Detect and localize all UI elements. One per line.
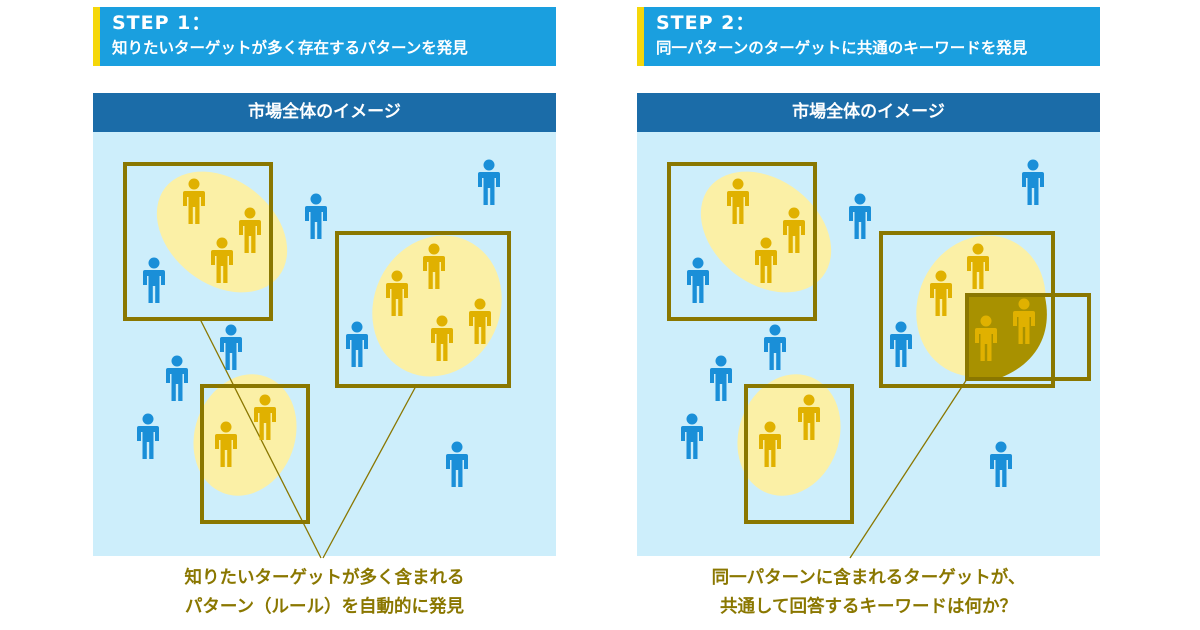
step1-label: STEP 1： (112, 12, 212, 34)
caption1-line2: パターン（ルール）を自動的に発見 (184, 597, 465, 617)
step2-label: STEP 2： (656, 12, 756, 34)
caption1-line1: 知りたいターゲットが多く含まれる (184, 568, 465, 588)
step1-description: 知りたいターゲットが多く存在するパターンを発見 (112, 39, 468, 57)
caption2-line1: 同一パターンに含まれるターゲットが、 (711, 568, 1026, 588)
step2-description: 同一パターンのターゲットに共通のキーワードを発見 (656, 39, 1028, 57)
caption-step1: 知りたいターゲットが多く含まれる パターン（ルール）を自動的に発見 (93, 564, 556, 622)
step1-header: STEP 1： 知りたいターゲットが多く存在するパターンを発見 (93, 7, 556, 66)
market-panel-step2: 市場全体のイメージ (637, 93, 1100, 556)
caption-step2: 同一パターンに含まれるターゲットが、 共通して回答するキーワードは何か？ (637, 564, 1100, 622)
step2-header: STEP 2： 同一パターンのターゲットに共通のキーワードを発見 (637, 7, 1100, 66)
panel2-market-area (637, 132, 1100, 556)
caption2-line2: 共通して回答するキーワードは何か？ (720, 597, 1017, 617)
panel1-title: 市場全体のイメージ (93, 93, 556, 132)
panel2-title: 市場全体のイメージ (637, 93, 1100, 132)
market-panel-step1: 市場全体のイメージ (93, 93, 556, 556)
panel1-market-area (93, 132, 556, 556)
